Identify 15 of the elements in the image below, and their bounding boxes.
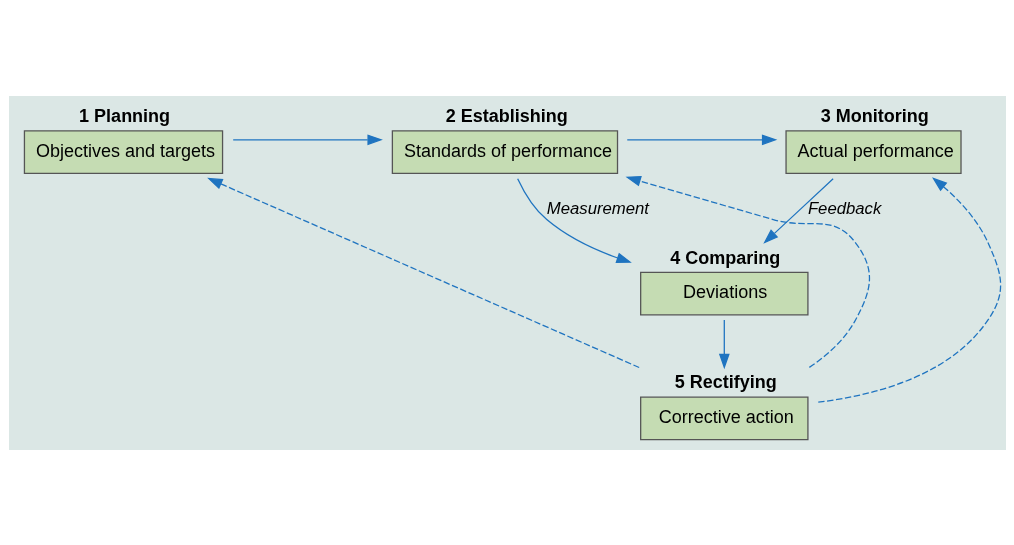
node-label: 1 Planning (78, 105, 170, 126)
edge-label: Feedback (807, 198, 881, 218)
arrow (206, 177, 640, 368)
arrow (232, 133, 383, 145)
arrow (626, 133, 777, 145)
node-label: 4 Comparing (669, 247, 780, 268)
arrow (762, 177, 834, 244)
edge-label: Measurement (546, 198, 649, 218)
arrow (625, 175, 870, 368)
node-label: 5 Rectifying (674, 371, 777, 392)
node-label: 3 Monitoring (820, 105, 929, 126)
arrow (817, 176, 1001, 403)
node-label: 2 Establishing (445, 105, 568, 126)
arrow (516, 177, 632, 263)
arrow (718, 318, 730, 369)
